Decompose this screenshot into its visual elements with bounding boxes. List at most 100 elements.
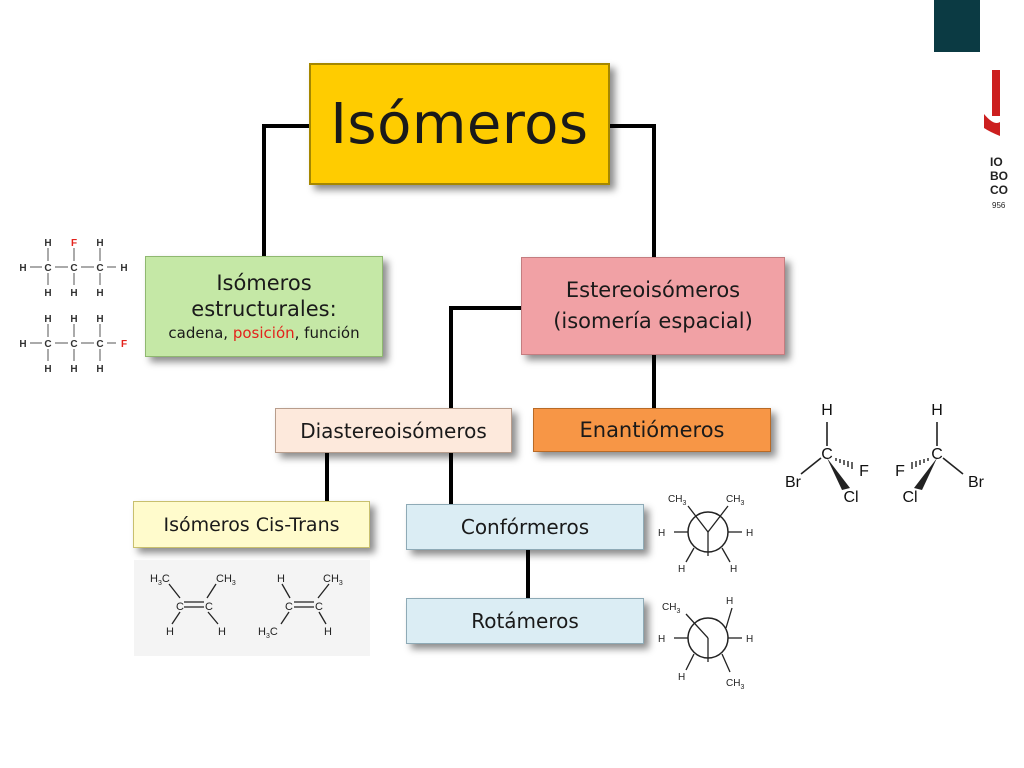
subscript: 3 bbox=[266, 633, 270, 640]
atom: H bbox=[120, 263, 127, 274]
connector bbox=[264, 124, 310, 128]
connector bbox=[610, 124, 656, 128]
rotamers-box: Rotámeros bbox=[406, 598, 644, 644]
atom: H bbox=[96, 288, 103, 299]
subscript: 3 bbox=[740, 500, 744, 507]
atom: H bbox=[324, 626, 332, 638]
atom: H bbox=[218, 626, 226, 638]
cistrans-label: Isómeros Cis-Trans bbox=[163, 513, 340, 536]
enantiomer-structures: H C Br F Cl H C Br F Cl bbox=[785, 402, 985, 506]
group-methyl: CH3 bbox=[668, 494, 686, 507]
atom: H bbox=[150, 573, 158, 585]
atom: H bbox=[931, 402, 943, 419]
atom: C bbox=[205, 601, 213, 613]
stereo-line-1: Estereoisómeros bbox=[565, 278, 741, 302]
atom: H bbox=[44, 288, 51, 299]
connector bbox=[526, 550, 530, 599]
atom: CH bbox=[726, 494, 740, 505]
atom: C bbox=[176, 601, 184, 613]
atom: H bbox=[166, 626, 174, 638]
atom: H bbox=[821, 402, 833, 419]
rotamers-label: Rotámeros bbox=[471, 609, 579, 633]
subscript: 3 bbox=[232, 580, 236, 587]
group-methyl: CH3 bbox=[662, 602, 680, 615]
atom: C bbox=[44, 263, 51, 274]
atom: C bbox=[44, 339, 51, 350]
conformers-label: Confórmeros bbox=[460, 515, 590, 539]
atom: C bbox=[70, 339, 77, 350]
group-methyl: CH3 bbox=[726, 678, 744, 690]
connector bbox=[449, 306, 453, 409]
atom: H bbox=[96, 314, 103, 325]
atom: H bbox=[678, 564, 685, 575]
atom: H bbox=[44, 314, 51, 325]
structural-line-2: estructurales: bbox=[191, 296, 337, 321]
atom: H bbox=[44, 238, 51, 249]
atom: F bbox=[895, 463, 905, 480]
stereoisomers-box: Estereoisómeros (isomería espacial) bbox=[521, 257, 785, 355]
connector bbox=[262, 124, 266, 257]
subscript: 3 bbox=[682, 500, 686, 507]
atom: H bbox=[96, 238, 103, 249]
cis-trans-structures: H3C CH3 C C H H H CH3 C C H3C H bbox=[134, 560, 370, 656]
group-methyl: CH3 bbox=[323, 573, 343, 587]
atom: H bbox=[730, 564, 737, 575]
atom-fluorine: F bbox=[121, 339, 127, 350]
atom: Br bbox=[785, 474, 802, 491]
atom: CH bbox=[662, 602, 676, 613]
atom: H bbox=[44, 364, 51, 375]
atom: C bbox=[821, 446, 833, 463]
stereo-line-2: (isomería espacial) bbox=[553, 309, 753, 333]
atom: H bbox=[658, 528, 665, 539]
connector bbox=[451, 306, 522, 310]
atom: H bbox=[70, 314, 77, 325]
atom: CH bbox=[726, 678, 740, 689]
logo-text: CO bbox=[990, 183, 1008, 197]
atom: F bbox=[859, 463, 869, 480]
atom-fluorine: F bbox=[71, 238, 77, 249]
atom: Cl bbox=[843, 489, 858, 506]
corner-accent-bar bbox=[934, 0, 980, 52]
type-chain: cadena, bbox=[168, 323, 233, 342]
atom: C bbox=[315, 601, 323, 613]
atom: H bbox=[19, 339, 26, 350]
atom: H bbox=[19, 263, 26, 274]
atom: H bbox=[726, 596, 733, 607]
atom: CH bbox=[668, 494, 682, 505]
logo-year: 956 bbox=[992, 201, 1006, 210]
atom: C bbox=[162, 573, 170, 585]
group-methyl: H3C bbox=[258, 626, 278, 640]
atom: Br bbox=[968, 474, 985, 491]
subscript: 3 bbox=[158, 580, 162, 587]
enantiomers-box: Enantiómeros bbox=[533, 408, 771, 452]
cis-trans-box: Isómeros Cis-Trans bbox=[133, 501, 370, 548]
atom: C bbox=[96, 339, 103, 350]
atom: H bbox=[277, 573, 285, 585]
atom: CH bbox=[216, 573, 232, 585]
root-title: Isómeros bbox=[330, 91, 589, 157]
enantio-label: Enantiómeros bbox=[579, 418, 725, 442]
atom: CH bbox=[323, 573, 339, 585]
subscript: 3 bbox=[676, 608, 680, 615]
newman-projection-eclipsed: CH3 CH3 H H H H bbox=[658, 494, 753, 575]
subscript: 3 bbox=[339, 580, 343, 587]
connector bbox=[325, 453, 329, 502]
group-methyl: H3C bbox=[150, 573, 170, 587]
atom: H bbox=[678, 672, 685, 683]
group-methyl: CH3 bbox=[726, 494, 744, 507]
fluoropropane-structures: H F H H C C C H H H H H H H H C C C F H … bbox=[19, 238, 127, 375]
structural-isomers-box: Isómeros estructurales: cadena, posición… bbox=[145, 256, 383, 357]
diastereo-label: Diastereoisómeros bbox=[300, 418, 487, 443]
atom: H bbox=[70, 288, 77, 299]
atom: C bbox=[931, 446, 943, 463]
connector bbox=[449, 453, 453, 505]
atom: H bbox=[658, 634, 665, 645]
subscript: 3 bbox=[740, 684, 744, 690]
type-position: posición bbox=[232, 323, 295, 342]
conformers-box: Confórmeros bbox=[406, 504, 644, 550]
logo-text: IO bbox=[990, 155, 1003, 169]
atom: C bbox=[70, 263, 77, 274]
atom: H bbox=[70, 364, 77, 375]
atom: H bbox=[746, 634, 753, 645]
